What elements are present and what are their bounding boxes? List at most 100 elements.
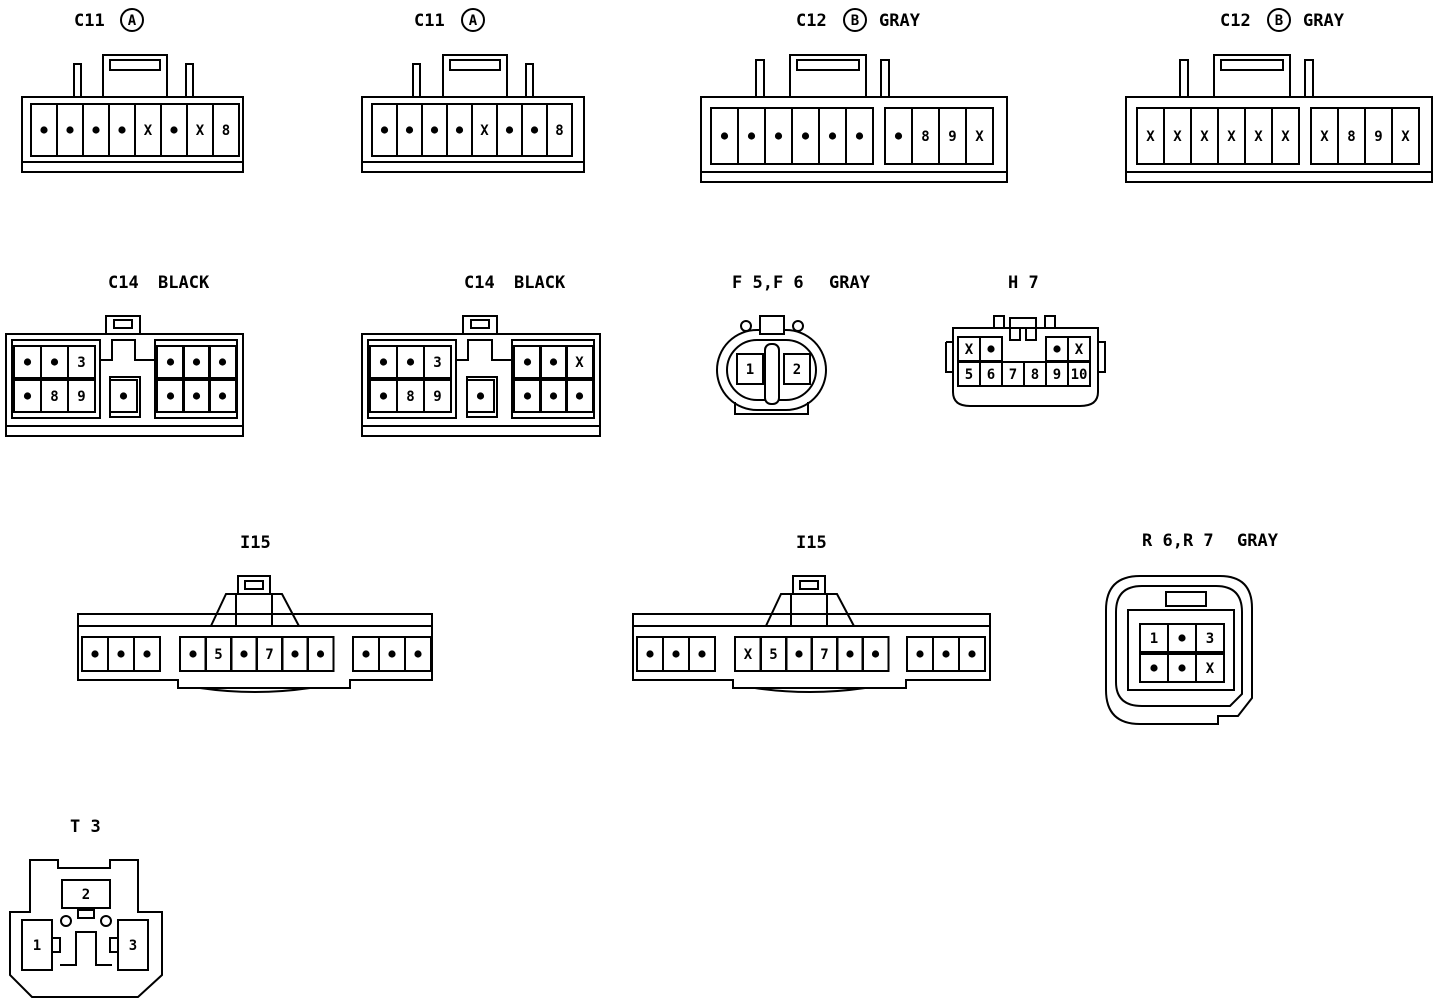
pin-label: 7 xyxy=(1009,367,1017,383)
pin-label: X xyxy=(1401,129,1410,145)
pin-dot-icon xyxy=(189,650,197,658)
connector-mark: B xyxy=(1275,13,1283,29)
pin-cell: 9 xyxy=(423,379,452,413)
pin-dot-icon xyxy=(23,392,32,400)
pin-dot-icon xyxy=(855,132,864,140)
pin-dot-icon xyxy=(1178,634,1186,642)
pin-label: 8 xyxy=(921,129,929,145)
pin-dot-icon xyxy=(379,392,388,400)
pin-cell: X xyxy=(1271,107,1300,165)
pin-dot-icon xyxy=(720,132,729,140)
connector-mark: A xyxy=(128,13,137,29)
connector-name: T 3 xyxy=(70,817,101,837)
pin-dot-icon xyxy=(987,345,995,353)
pin-dot-icon xyxy=(119,392,128,400)
pin-dot-icon xyxy=(170,126,178,134)
connector-color: BLACK xyxy=(514,273,566,293)
pin-cell: 8 xyxy=(546,103,573,157)
connector-color: BLACK xyxy=(158,273,210,293)
pin-dot-icon xyxy=(968,650,976,658)
pin-dot-icon xyxy=(23,358,32,366)
pin-label: 5 xyxy=(965,367,973,383)
pin-label: X xyxy=(744,647,753,663)
pin-dot-icon xyxy=(218,358,227,366)
pin-label: 9 xyxy=(1374,129,1382,145)
pin-dot-icon xyxy=(291,650,299,658)
pin-label: X xyxy=(975,129,984,145)
pin-label: X xyxy=(1281,129,1290,145)
pin-label: 8 xyxy=(555,123,563,139)
connector-name: C14 xyxy=(464,273,495,293)
pin-label: X xyxy=(144,123,153,139)
pin-label: 8 xyxy=(1031,367,1039,383)
pin-dot-icon xyxy=(117,650,125,658)
pin-dot-icon xyxy=(414,650,422,658)
pin-dot-icon xyxy=(871,650,880,658)
pin-dot-icon xyxy=(166,392,175,400)
pin-label: 8 xyxy=(222,123,230,139)
pin-dot-icon xyxy=(362,650,370,658)
pin-label: X xyxy=(196,123,205,139)
pin-cell xyxy=(688,636,716,672)
pin-label: 7 xyxy=(820,647,828,663)
pin-label: X xyxy=(1206,661,1215,677)
pin-dot-icon xyxy=(316,650,325,658)
pin-label: 8 xyxy=(50,389,58,405)
pin-cell: X xyxy=(1195,653,1225,683)
pin-dot-icon xyxy=(698,650,706,658)
marker-circle-icon xyxy=(843,8,867,32)
pin-dot-icon xyxy=(1053,345,1061,353)
connector-name: C12 xyxy=(1220,11,1251,31)
pin-label: 3 xyxy=(433,355,441,371)
connector-name: H 7 xyxy=(1008,273,1039,293)
connector-name: C14 xyxy=(108,273,139,293)
pin-dot-icon xyxy=(218,392,227,400)
marker-circle-icon xyxy=(120,8,144,32)
pin-cell: 3 xyxy=(423,345,452,379)
pin-label: 5 xyxy=(769,647,777,663)
pin-cell: 8 xyxy=(212,103,240,157)
pin-label: 3 xyxy=(129,938,137,954)
pin-cell: 9 xyxy=(67,379,96,413)
pin-label: 2 xyxy=(793,362,801,378)
pin-dot-icon xyxy=(646,650,654,658)
connector-color: GRAY xyxy=(1303,11,1345,31)
pin-dot-icon xyxy=(143,650,151,658)
pin-dot-icon xyxy=(672,650,680,658)
connector-color: GRAY xyxy=(1237,531,1279,551)
pin-dot-icon xyxy=(942,650,950,658)
pin-dot-icon xyxy=(50,358,59,366)
pin-cell xyxy=(861,636,890,672)
pin-dot-icon xyxy=(549,358,558,366)
connector-name: I15 xyxy=(796,533,827,553)
pin-cell xyxy=(306,636,335,672)
pin-dot-icon xyxy=(240,650,248,658)
pin-cell: X xyxy=(965,107,994,165)
connector-f5-f6: F 5,F 6 GRAY 1 2 xyxy=(716,273,871,415)
pin-label: 10 xyxy=(1071,367,1088,383)
pin-dot-icon xyxy=(91,650,99,658)
pin-dot-icon xyxy=(380,126,389,134)
pin-label: 7 xyxy=(265,647,273,663)
pin-dot-icon xyxy=(894,132,903,140)
pin-dot-icon xyxy=(66,126,74,134)
pin-label: X xyxy=(1075,342,1084,358)
pin-cell xyxy=(404,636,432,672)
pin-dot-icon xyxy=(1150,664,1158,672)
connector-name: F 5,F 6 xyxy=(732,273,804,293)
pin-label: 6 xyxy=(987,367,995,383)
pin-dot-icon xyxy=(40,126,48,134)
connector-color: GRAY xyxy=(829,273,871,293)
pin-label: X xyxy=(575,355,584,371)
pin-dot-icon xyxy=(846,650,854,658)
pin-dot-icon xyxy=(406,358,415,366)
